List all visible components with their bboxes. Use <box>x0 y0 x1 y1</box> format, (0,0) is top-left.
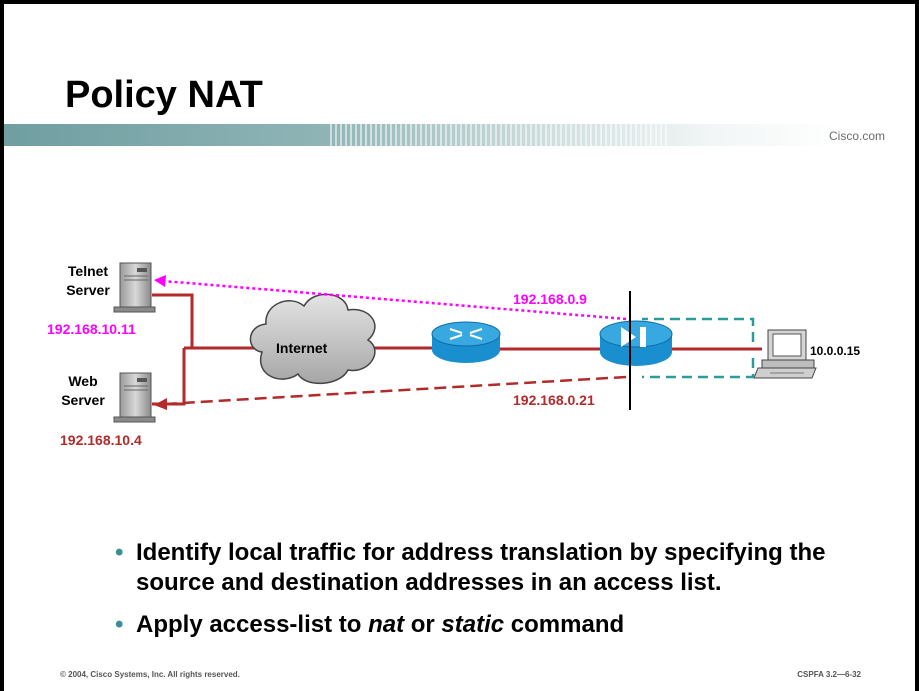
bullet-dot-icon: • <box>115 611 124 638</box>
bullet-list: • Identify local traffic for address tra… <box>115 538 875 640</box>
internet-label: Internet <box>276 340 328 356</box>
frame-left-border <box>0 0 4 691</box>
frame-top-border <box>0 0 919 4</box>
slide-title: Policy NAT <box>65 74 263 116</box>
internet-cloud-icon <box>249 293 376 385</box>
bullet-1-text: Identify local traffic for address trans… <box>136 539 826 596</box>
web-translated-flow <box>154 375 627 410</box>
firewall-icon <box>599 320 673 366</box>
cisco-brand-text: Cisco.com <box>828 129 885 143</box>
mapped-ip-telnet: 192.168.0.9 <box>513 291 587 307</box>
web-server-icon <box>113 372 156 423</box>
link-web-server <box>152 348 186 406</box>
web-server-label: Web Server <box>61 373 105 408</box>
telnet-server-label: Telnet Server <box>66 263 110 298</box>
header-band-texture <box>330 124 670 146</box>
bullet-2-nat-keyword: nat <box>368 611 405 638</box>
mapped-ip-web: 192.168.0.21 <box>513 392 595 408</box>
frame-right-border <box>915 0 919 691</box>
host-ip-label: 10.0.0.15 <box>810 344 861 358</box>
footer-copyright: © 2004, Cisco Systems, Inc. All rights r… <box>60 670 240 679</box>
bullet-2-part-3: command <box>504 611 625 638</box>
bullet-2-part-2: or <box>404 611 442 638</box>
bullet-2-static-keyword: static <box>441 611 505 638</box>
bullet-2-part-1: Apply access-list to <box>136 611 369 638</box>
telnet-server-ip: 192.168.10.11 <box>47 321 136 337</box>
link-telnet-server <box>152 293 194 348</box>
telnet-server-icon <box>113 262 156 313</box>
host-pc-icon <box>753 329 817 379</box>
web-server-ip: 192.168.10.4 <box>60 432 142 448</box>
bullet-item-1: • Identify local traffic for address tra… <box>115 538 875 598</box>
router-icon <box>431 321 501 363</box>
bullet-dot-icon: • <box>115 539 124 566</box>
footer-course-code: CSPFA 3.2—6-32 <box>797 670 861 679</box>
nat-path-lines <box>642 317 755 379</box>
bullet-item-2: • Apply access-list to nat or static com… <box>115 610 875 640</box>
telnet-translated-flow <box>154 275 627 321</box>
